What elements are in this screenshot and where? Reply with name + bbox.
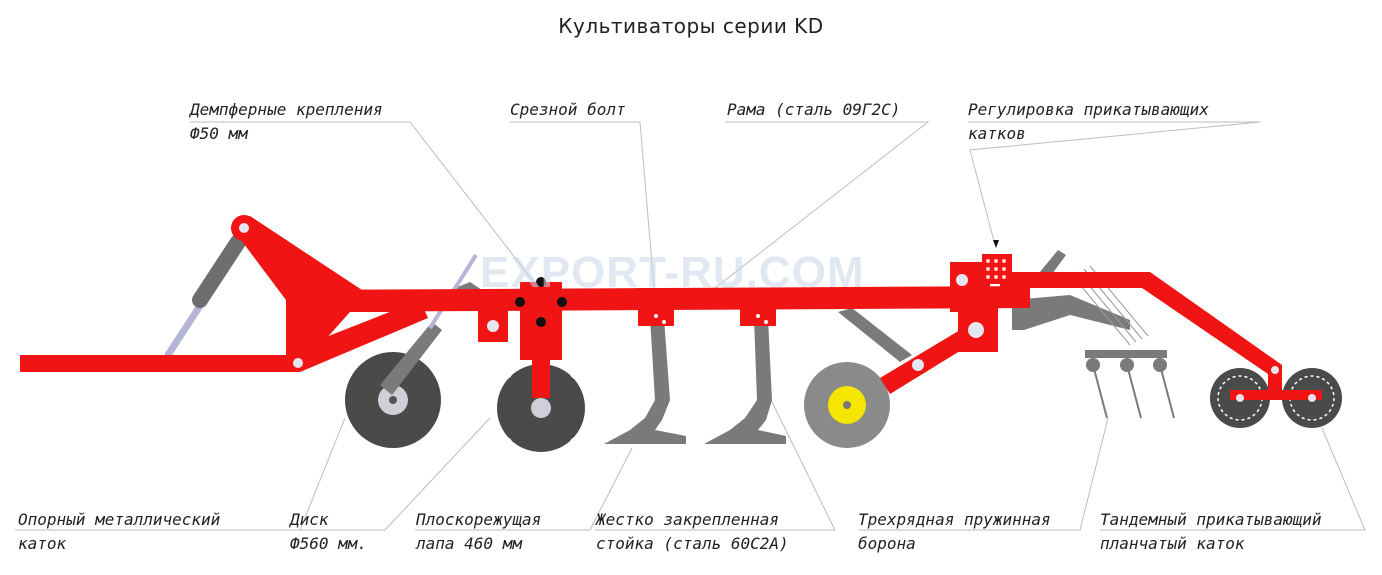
pivot-pins (239, 223, 1316, 402)
leader-roller-adjust (968, 121, 1261, 246)
leader-flat-paw (415, 447, 633, 531)
roller-arm (380, 322, 442, 395)
leader-fixed-rack (595, 397, 836, 531)
spring-harrow (1085, 350, 1175, 419)
leader-shear-bolt (510, 121, 656, 301)
rack-clamp-1 (638, 288, 674, 326)
tow-bar (20, 355, 300, 372)
harrow-arm (1012, 295, 1130, 330)
notched-disc (485, 352, 597, 464)
tandem-post (1268, 365, 1282, 393)
hydraulic-cylinder (164, 234, 246, 359)
watermark: EXPORT-RU.COM (480, 248, 865, 297)
leader-tandem-roller (1100, 427, 1366, 531)
shank-2 (704, 318, 786, 444)
leader-frame (714, 121, 930, 289)
leader-spring-harrow (858, 417, 1109, 531)
arrow-marker (993, 240, 999, 248)
leader-damper (190, 121, 541, 291)
leader-lines (15, 121, 1366, 531)
rack-clamp-2 (740, 288, 776, 326)
leader-disc (290, 417, 491, 531)
label-shear-bolt: Срезной болт (510, 100, 626, 119)
rear-beam (1000, 272, 1282, 374)
support-roller-wheel (345, 352, 441, 448)
adjuster-grid (986, 259, 1006, 279)
roller-gray-arm (838, 308, 912, 362)
damper-bolts (515, 277, 567, 327)
shanks (604, 318, 786, 444)
diagram-title: Культиваторы серии KD (558, 14, 824, 38)
roller-link (880, 330, 968, 394)
shank-1 (604, 318, 686, 444)
red-frame (20, 215, 1322, 400)
gauge-wheel (804, 362, 890, 448)
tandem-bar (1230, 390, 1322, 400)
label-frame: Рама (сталь 09Г2С) (727, 100, 901, 119)
diag-strut (288, 300, 428, 372)
damper-diamond (516, 278, 566, 326)
shear-bolt-marks (654, 314, 768, 324)
